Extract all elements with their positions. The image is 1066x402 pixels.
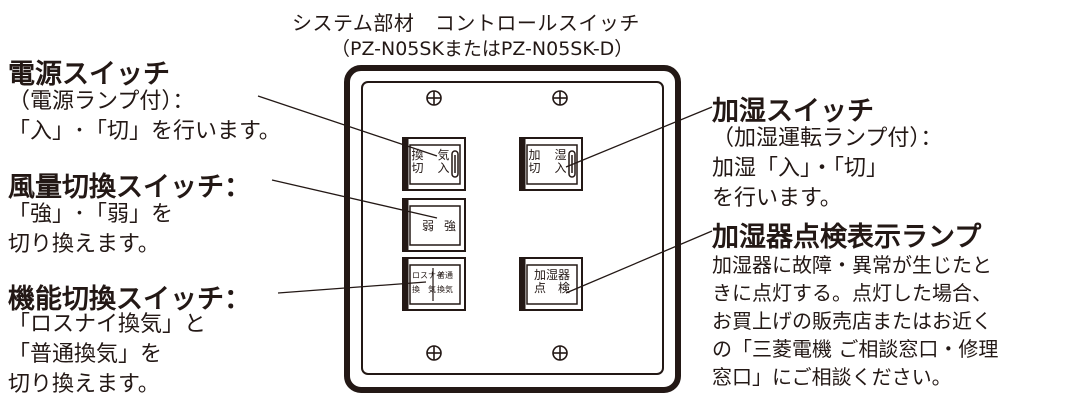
model-number: （PZ-N05SKまたはPZ-N05SK-D） [331, 38, 634, 60]
desc-line: お買上げの販売店またはお近く [712, 309, 992, 333]
screw-icon [552, 345, 568, 361]
power-switch-heading: 電源スイッチ [8, 59, 170, 90]
airflow-switch-strong: 強 [444, 219, 457, 233]
power-switch-label-top: 換 気 [411, 148, 451, 162]
screw-icon [426, 90, 442, 106]
power-switch-label-bottom: 切 入 [411, 161, 451, 175]
airflow-switch-desc: 「強」･「弱」を 切り換えます。 [8, 200, 173, 260]
function-switch-lossnay: ロスナイ [412, 271, 444, 280]
desc-line: 「強」･「弱」を [8, 202, 174, 227]
function-switch-heading: 機能切換スイッチ： [8, 284, 251, 315]
function-switch-lossnay-sub: 換 気 [412, 285, 436, 294]
outer-plate [344, 65, 681, 393]
function-switch-normal-sub: 換気 [437, 285, 453, 294]
humidify-switch-label-top: 加 湿 [528, 148, 568, 162]
desc-line: 窓口」にご相談ください。 [712, 365, 952, 389]
desc-line: の「三菱電機 ご相談窓口・修理 [712, 337, 999, 361]
desc-line: 切り換えます。 [8, 232, 160, 257]
power-switch: 換 気 切 入 [411, 149, 451, 175]
desc-line: 加湿器に故障・異常が生じたと [712, 253, 992, 277]
leader-line-lamp [565, 230, 713, 294]
function-switch-normal: 普通 [437, 271, 453, 280]
leader-line-airflow [271, 179, 438, 219]
humidify-switch: 加 湿 切 入 [528, 149, 568, 175]
diagram-title: システム部材 コントロールスイッチ [292, 11, 640, 35]
check-lamp-desc: 加湿器に故障・異常が生じたと きに点灯する。点灯した場合、 お買上げの販売店また… [712, 251, 998, 391]
inner-plate [361, 81, 664, 375]
desc-line: を行います。 [712, 186, 842, 211]
airflow-switch-weak: 弱 [422, 219, 435, 233]
check-lamp-label-bottom: 点 検 [533, 281, 570, 295]
screw-icon [552, 90, 568, 106]
humidify-switch-heading: 加湿スイッチ [712, 96, 874, 127]
desc-line: 「普通換気」を [8, 342, 163, 367]
desc-line: 「入」･「切」を行います。 [8, 119, 281, 144]
desc-line: （加湿運転ランプ付）： [712, 126, 943, 151]
screw-icon [426, 345, 442, 361]
leader-line-function [277, 281, 427, 294]
desc-line: きに点灯する。点灯した場合、 [712, 281, 992, 305]
leader-line-humidify [565, 106, 713, 168]
desc-line: 「ロスナイ換気」と [8, 312, 207, 337]
humidify-switch-desc: （加湿運転ランプ付）： 加湿「入」・「切」 を行います。 [712, 124, 942, 214]
function-switch-desc: 「ロスナイ換気」と 「普通換気」を 切り換えます。 [8, 310, 206, 400]
desc-line: （電源ランプ付）： [8, 89, 195, 114]
leader-line-power [257, 95, 438, 157]
humidify-switch-label-bottom: 切 入 [528, 161, 568, 175]
desc-line: 加湿「入」・「切」 [712, 156, 889, 181]
desc-line: 切り換えます。 [8, 372, 160, 397]
humidifier-check-lamp: 加湿器 点 検 [528, 269, 576, 295]
check-lamp-label-top: 加湿器 [533, 268, 570, 282]
check-lamp-heading: 加湿器点検表示ランプ [712, 222, 982, 253]
power-switch-desc: （電源ランプ付）： 「入」･「切」を行います。 [8, 87, 281, 147]
airflow-switch-heading: 風量切換スイッチ： [8, 172, 251, 203]
